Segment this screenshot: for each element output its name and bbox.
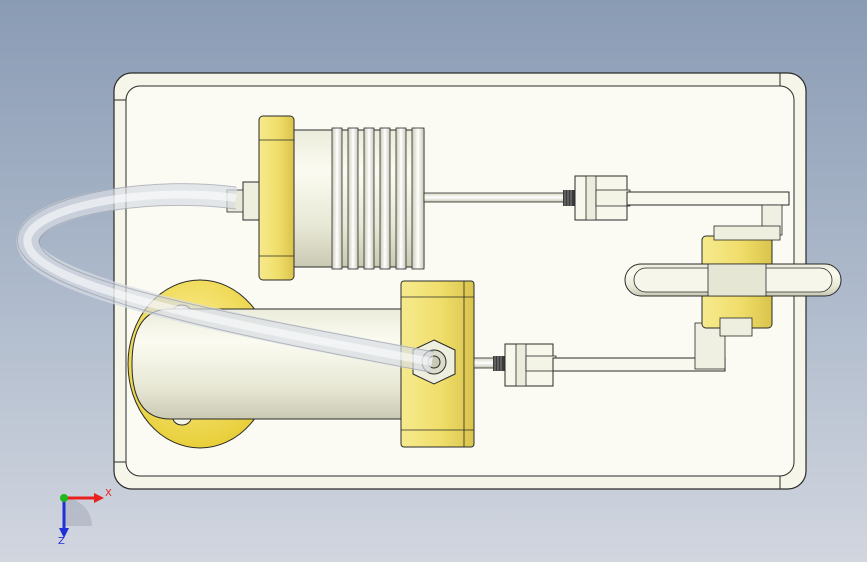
lower-piston-rod[interactable] xyxy=(473,356,505,371)
x-axis-label: X xyxy=(105,488,112,499)
power-cylinder-flange[interactable] xyxy=(258,115,295,281)
y-axis-dot xyxy=(60,494,68,502)
transfer-hose[interactable] xyxy=(16,183,435,373)
z-axis-arrowhead xyxy=(59,528,69,538)
z-axis-label: Z xyxy=(58,536,65,547)
axis-triad: X Z xyxy=(58,488,112,547)
flywheel[interactable] xyxy=(624,263,842,297)
power-cylinder-fins[interactable] xyxy=(293,127,425,270)
x-axis-arrowhead xyxy=(94,493,104,503)
triad-shadow xyxy=(64,498,92,526)
upper-piston-rod[interactable] xyxy=(423,190,575,206)
lower-clevis-link[interactable] xyxy=(504,322,726,387)
